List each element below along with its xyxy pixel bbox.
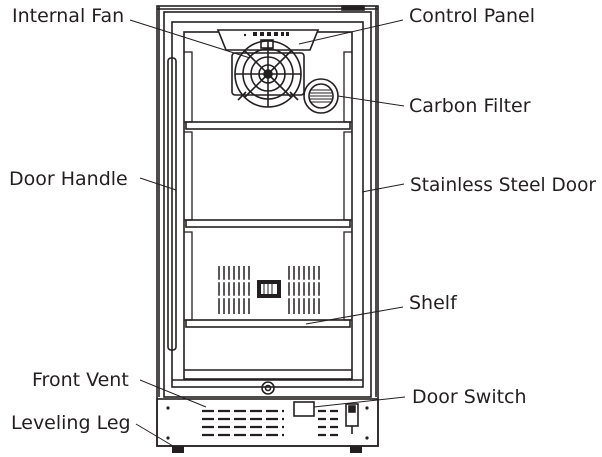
front-vent-grille (202, 409, 340, 437)
label-leveling-leg: Leveling Leg (11, 412, 131, 434)
rear-vent-left (214, 266, 252, 314)
door-switch (293, 401, 315, 417)
rear-vent-right (284, 266, 322, 314)
left-rail-3 (184, 231, 193, 321)
leader-carbon-filter (337, 95, 405, 107)
door-lock-outer (261, 381, 275, 395)
door-lock-inner (264, 384, 272, 392)
rear-sensor-face (261, 284, 277, 294)
right-rail-3 (343, 231, 352, 321)
door-lock (261, 381, 275, 395)
leveling-leg-left (172, 446, 184, 453)
shelf-3 (185, 319, 351, 328)
label-internal-fan: Internal Fan (12, 5, 124, 27)
control-display (260, 39, 274, 49)
label-door-handle: Door Handle (9, 168, 128, 190)
leader-internal-fan (129, 19, 251, 59)
carbon-filter (303, 78, 339, 114)
right-rail-1 (343, 51, 352, 123)
control-buttons (243, 32, 289, 37)
left-rail-1 (184, 51, 193, 123)
control-button-3 (267, 32, 271, 36)
control-button-power (243, 33, 247, 37)
leader-control-panel (298, 19, 404, 45)
label-door-switch: Door Switch (412, 386, 527, 408)
leader-lines (129, 19, 406, 447)
leader-door-handle (139, 177, 177, 191)
base-panel (156, 398, 379, 447)
cabinet-inner-frame (163, 11, 372, 398)
shelf-1 (185, 121, 351, 130)
fan-mount-right (289, 91, 299, 101)
base (156, 398, 379, 453)
label-front-vent: Front Vent (32, 369, 129, 391)
carbon-filter-grille (310, 89, 332, 103)
control-button-4 (274, 32, 278, 36)
fan-mount-left (237, 91, 247, 101)
leader-front-vent (139, 379, 207, 408)
callout-labels: Internal Fan Control Panel Carbon Filter… (9, 5, 596, 434)
label-shelf: Shelf (409, 292, 458, 314)
control-button-2 (260, 32, 264, 36)
control-button-1 (253, 32, 257, 36)
control-button-6 (286, 32, 289, 36)
base-screws (166, 406, 369, 440)
door-handle (167, 57, 177, 351)
shelves (185, 121, 351, 328)
label-carbon-filter: Carbon Filter (409, 95, 531, 117)
label-control-panel: Control Panel (409, 5, 535, 27)
leader-stainless-steel-door (361, 183, 405, 193)
control-button-5 (281, 32, 284, 36)
carbon-filter-inner (308, 83, 334, 109)
internal-fan (231, 40, 305, 108)
glass-window (171, 21, 364, 388)
leader-leveling-leg (135, 423, 174, 447)
bottom-hinge (345, 403, 359, 434)
right-rail-2 (343, 131, 352, 221)
leveling-leg-right (350, 446, 362, 453)
rear-sensor-slots (263, 284, 273, 294)
control-panel (216, 29, 320, 51)
top-hinge (341, 5, 365, 11)
label-stainless-steel-door: Stainless Steel Door (410, 174, 596, 196)
fan-spoke-4 (244, 50, 292, 98)
rear-vents (214, 266, 322, 314)
leader-shelf (305, 306, 404, 325)
leader-door-switch (313, 396, 406, 408)
left-rail-2 (184, 131, 193, 221)
shelf-2 (185, 219, 351, 228)
